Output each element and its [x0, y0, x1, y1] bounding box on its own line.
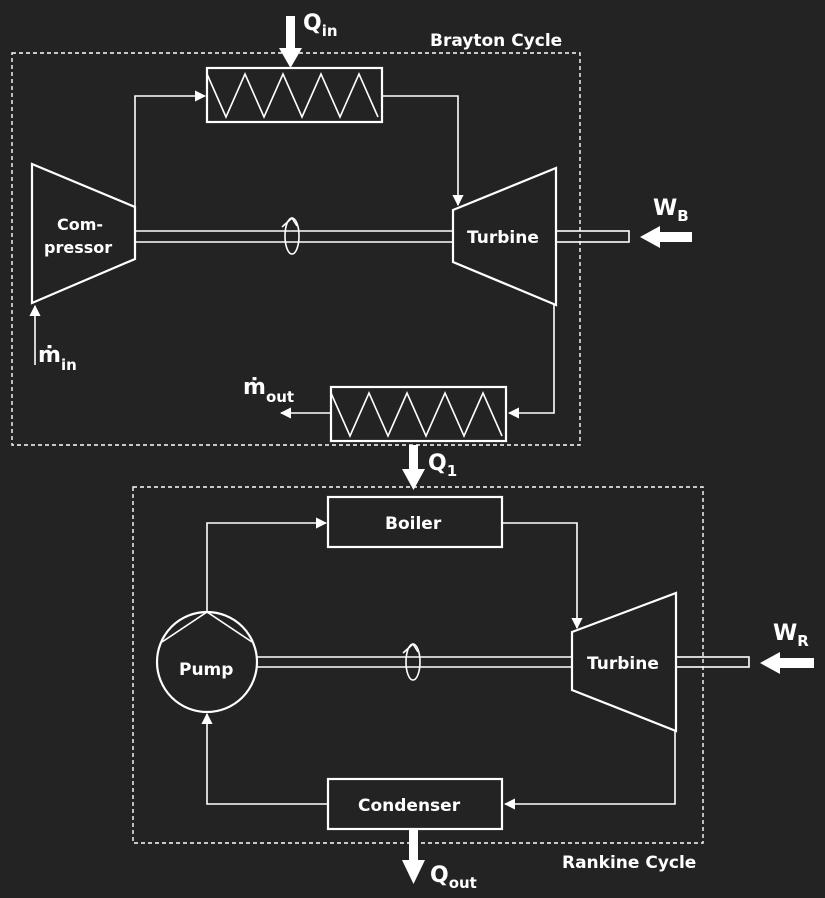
svg-text:pressor: pressor — [44, 238, 112, 257]
brayton-compressor: Com- pressor — [30, 162, 137, 305]
q-out-arrow — [402, 829, 425, 884]
boiler-to-turbine-flow — [502, 522, 583, 630]
turbine-to-condenser-flow — [503, 731, 676, 810]
rankine-title: Rankine Cycle — [562, 853, 696, 873]
q-in-label: Qin — [303, 11, 338, 40]
compressor-to-heater-flow — [134, 90, 207, 210]
svg-text:Turbine: Turbine — [467, 228, 539, 248]
rankine-boiler: Boiler — [326, 495, 504, 549]
q-out-label: Qout — [430, 863, 477, 892]
m-out-label: ṁout — [243, 375, 294, 406]
condenser-to-pump-flow — [201, 712, 328, 805]
svg-text:Boiler: Boiler — [385, 514, 442, 534]
svg-text:Condenser: Condenser — [358, 796, 461, 816]
w-b-label: WB — [653, 196, 689, 225]
brayton-cycle: Brayton Cycle Qin Com- pressor Turbine — [11, 11, 692, 446]
brayton-turbine: Turbine — [451, 166, 558, 307]
q1-arrow — [402, 445, 425, 490]
w-r-label: WR — [773, 621, 809, 650]
w-r-arrow — [760, 652, 814, 674]
m-in-label: ṁin — [38, 343, 77, 374]
w-b-arrow — [640, 226, 692, 248]
rankine-turbine: Turbine — [570, 591, 678, 733]
brayton-heater — [205, 66, 384, 124]
svg-text:Turbine: Turbine — [587, 654, 659, 674]
rankine-pump: Pump — [155, 610, 259, 714]
turbine-to-hrsg-flow — [507, 305, 555, 419]
q1-label: Q1 — [428, 451, 457, 480]
pump-to-boiler-flow — [206, 517, 328, 612]
rankine-condenser: Condenser — [326, 777, 504, 831]
svg-text:Pump: Pump — [179, 660, 233, 680]
rankine-shaft — [257, 642, 750, 681]
rankine-cycle: Rankine Cycle Boiler Pump Turbine — [132, 486, 814, 892]
heat-recovery-exchanger — [329, 385, 508, 443]
brayton-title: Brayton Cycle — [430, 31, 562, 51]
svg-text:Com-: Com- — [57, 215, 103, 234]
q-in-arrow — [279, 16, 302, 68]
brayton-shaft — [135, 216, 630, 255]
heater-to-turbine-flow — [382, 95, 464, 207]
